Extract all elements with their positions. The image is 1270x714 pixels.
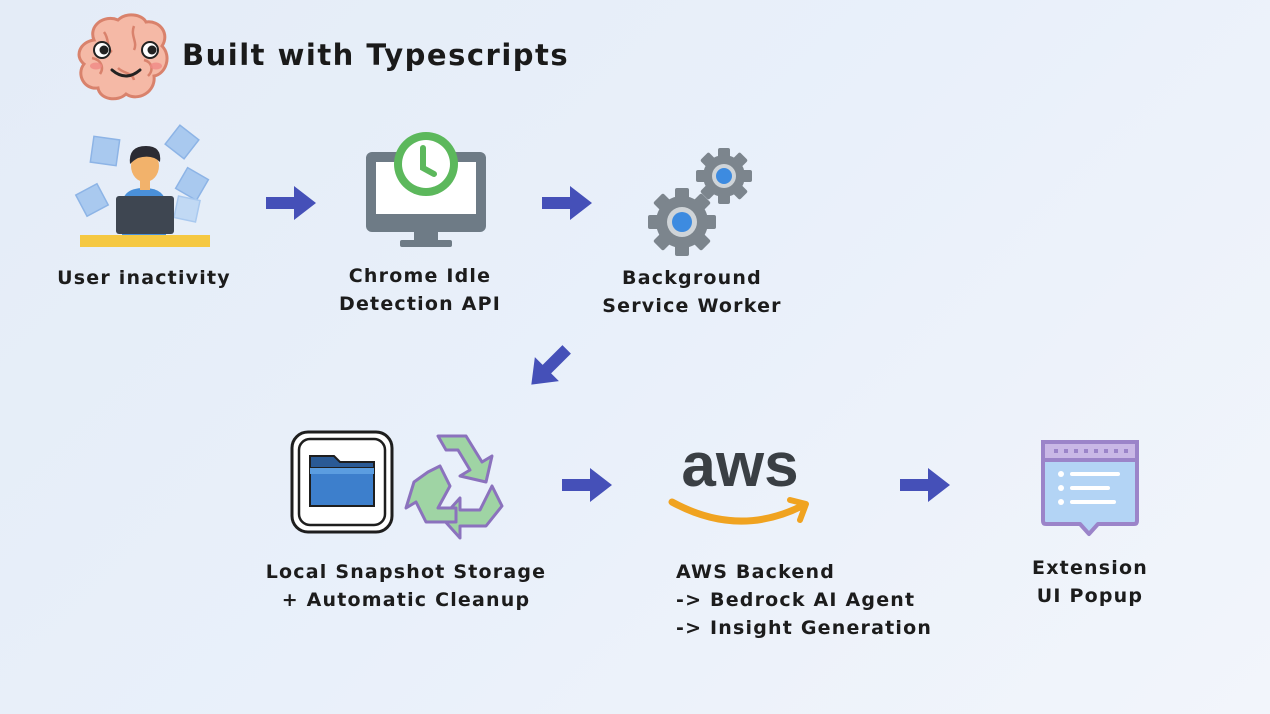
- flow-arrow: [900, 468, 950, 502]
- flow-arrow: [266, 186, 316, 220]
- node-aws-backend-line-2: -> Bedrock AI Agent: [676, 589, 916, 611]
- node-user-inactivity-label: User inactivity: [44, 264, 244, 292]
- folder-recycle-icon: [290, 428, 520, 540]
- flow-arrow: [542, 186, 592, 220]
- node-background-worker-line-1: Background: [622, 267, 762, 289]
- node-background-worker-line-2: Service Worker: [602, 295, 782, 317]
- node-chrome-idle-line-2: Detection API: [339, 293, 501, 315]
- brain-mascot-icon: [74, 12, 172, 102]
- node-background-worker-label: Background Service Worker: [592, 264, 792, 320]
- monitor-clock-icon: [364, 132, 488, 252]
- node-local-storage-line-2: + Automatic Cleanup: [281, 589, 531, 611]
- flow-arrow-diagonal: [524, 344, 574, 390]
- node-aws-backend-label: AWS Backend -> Bedrock AI Agent -> Insig…: [676, 558, 956, 642]
- node-aws-backend-line-3: -> Insight Generation: [676, 617, 933, 639]
- node-chrome-idle-line-1: Chrome Idle: [348, 265, 492, 287]
- user-at-laptop-icon: [74, 124, 216, 252]
- flow-arrow: [562, 468, 612, 502]
- page-title: Built with Typescripts: [182, 38, 570, 72]
- node-chrome-idle-label: Chrome Idle Detection API: [320, 262, 520, 318]
- gears-icon: [646, 146, 758, 256]
- node-extension-popup-line-1: Extension: [1032, 557, 1148, 579]
- popup-window-icon: [1040, 438, 1140, 538]
- node-extension-popup-label: Extension UI Popup: [990, 554, 1190, 610]
- node-aws-backend-line-1: AWS Backend: [676, 561, 836, 583]
- node-local-storage-label: Local Snapshot Storage + Automatic Clean…: [246, 558, 566, 614]
- node-local-storage-line-1: Local Snapshot Storage: [265, 561, 547, 583]
- aws-logo-text: aws: [681, 431, 798, 500]
- node-user-inactivity-line-1: User inactivity: [57, 267, 231, 289]
- aws-logo-icon: aws: [668, 431, 812, 532]
- node-extension-popup-line-2: UI Popup: [1036, 585, 1144, 607]
